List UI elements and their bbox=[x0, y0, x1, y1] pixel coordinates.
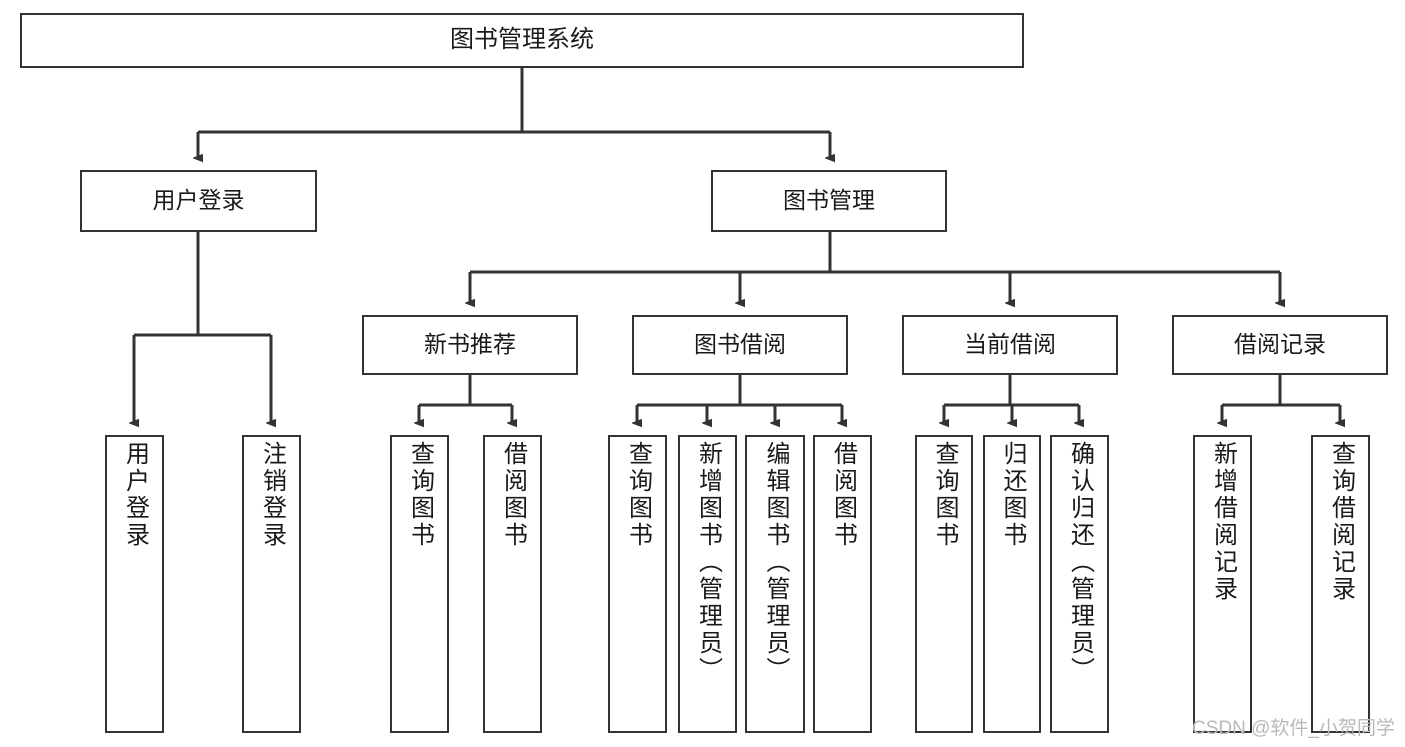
leaf-current-return-book[interactable]: 归还图书 bbox=[983, 435, 1041, 733]
node-label: 用户登录 bbox=[152, 187, 245, 214]
node-label: 查询图书 bbox=[406, 441, 434, 549]
node-label: 新书推荐 bbox=[424, 331, 516, 358]
node-label: 编辑图书（管理员） bbox=[762, 441, 789, 684]
node-label: 图书借阅 bbox=[694, 331, 786, 358]
node-label: 图书管理系统 bbox=[450, 26, 594, 54]
node-label: 当前借阅 bbox=[964, 331, 1056, 358]
node-label: 归还图书 bbox=[999, 441, 1026, 549]
leaf-borrow-borrow-book[interactable]: 借阅图书 bbox=[813, 435, 872, 733]
node-book-management[interactable]: 图书管理 bbox=[711, 170, 947, 232]
node-label: 确认归还（管理员） bbox=[1066, 441, 1094, 684]
leaf-borrow-edit-book[interactable]: 编辑图书（管理员） bbox=[745, 435, 805, 733]
node-label: 新增借阅记录 bbox=[1209, 441, 1237, 603]
node-label: 查询借阅记录 bbox=[1327, 441, 1355, 603]
node-label: 图书管理 bbox=[783, 187, 875, 214]
node-book-borrow[interactable]: 图书借阅 bbox=[632, 315, 848, 375]
node-label: 新增图书（管理员） bbox=[694, 441, 722, 684]
node-label: 借阅记录 bbox=[1234, 331, 1326, 358]
node-user-login[interactable]: 用户登录 bbox=[80, 170, 317, 232]
node-label: 借阅图书 bbox=[829, 441, 857, 549]
node-new-book-recommend[interactable]: 新书推荐 bbox=[362, 315, 578, 375]
leaf-borrow-add-book[interactable]: 新增图书（管理员） bbox=[678, 435, 737, 733]
leaf-current-confirm-return[interactable]: 确认归还（管理员） bbox=[1050, 435, 1109, 733]
leaf-user-logout[interactable]: 注销登录 bbox=[242, 435, 301, 733]
node-label: 查询图书 bbox=[624, 441, 652, 549]
node-label: 借阅图书 bbox=[499, 441, 527, 549]
csdn-watermark: CSDN @软件_小贺同学 bbox=[1192, 718, 1395, 739]
leaf-record-query[interactable]: 查询借阅记录 bbox=[1311, 435, 1370, 733]
leaf-current-query-book[interactable]: 查询图书 bbox=[915, 435, 973, 733]
node-label: 查询图书 bbox=[931, 441, 958, 549]
leaf-record-add[interactable]: 新增借阅记录 bbox=[1193, 435, 1252, 733]
node-label: 注销登录 bbox=[258, 441, 286, 549]
leaf-user-login[interactable]: 用户登录 bbox=[105, 435, 164, 733]
node-label: 用户登录 bbox=[121, 441, 149, 549]
node-current-borrow[interactable]: 当前借阅 bbox=[902, 315, 1118, 375]
leaf-new-book-query[interactable]: 查询图书 bbox=[390, 435, 449, 733]
node-root-system[interactable]: 图书管理系统 bbox=[20, 13, 1024, 68]
node-borrow-record[interactable]: 借阅记录 bbox=[1172, 315, 1388, 375]
leaf-borrow-query-book[interactable]: 查询图书 bbox=[608, 435, 667, 733]
leaf-new-book-borrow[interactable]: 借阅图书 bbox=[483, 435, 542, 733]
